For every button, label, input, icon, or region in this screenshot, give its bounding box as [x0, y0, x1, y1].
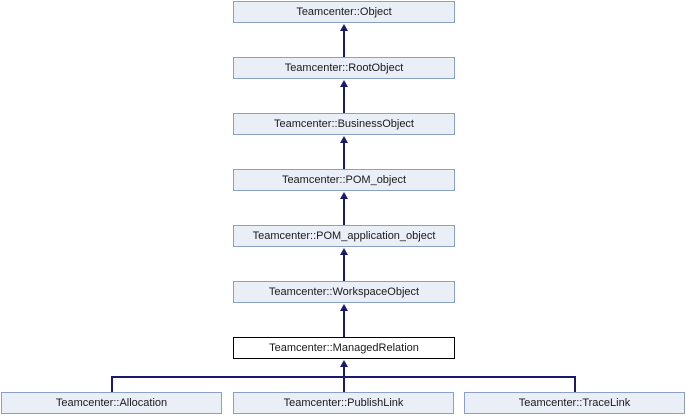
class-node-allocation[interactable]: Teamcenter::Allocation: [1, 392, 222, 414]
class-node-managedrelation: Teamcenter::ManagedRelation: [233, 337, 455, 359]
inheritance-edge: [110, 376, 113, 392]
class-node-businessobject[interactable]: Teamcenter::BusinessObject: [233, 113, 455, 135]
class-node-publishlink[interactable]: Teamcenter::PublishLink: [233, 392, 454, 414]
class-label: Teamcenter::BusinessObject: [273, 118, 414, 130]
class-label: Teamcenter::POM_object: [281, 174, 407, 186]
arrow-up-icon: [339, 192, 348, 199]
arrow-up-icon: [339, 24, 348, 31]
class-label: Teamcenter::POM_application_object: [252, 230, 436, 242]
class-node-tracelink[interactable]: Teamcenter::TraceLink: [464, 392, 685, 414]
inheritance-edge: [342, 198, 345, 225]
inheritance-edge: [342, 86, 345, 113]
inheritance-edge: [342, 366, 345, 392]
inheritance-edge: [110, 376, 575, 378]
class-label: Teamcenter::Allocation: [55, 397, 168, 409]
arrow-up-icon: [339, 304, 348, 311]
arrow-up-icon: [339, 248, 348, 255]
inheritance-edge: [342, 254, 345, 281]
inheritance-edge: [342, 142, 345, 169]
arrow-up-icon: [339, 80, 348, 87]
class-node-pom-application-object[interactable]: Teamcenter::POM_application_object: [233, 225, 455, 247]
inheritance-edge: [342, 310, 345, 337]
arrow-up-icon: [339, 136, 348, 143]
class-label: Teamcenter::WorkspaceObject: [268, 286, 420, 298]
class-node-rootobject[interactable]: Teamcenter::RootObject: [233, 57, 455, 79]
class-label: Teamcenter::Object: [296, 6, 392, 18]
class-node-object[interactable]: Teamcenter::Object: [233, 1, 455, 23]
inheritance-edge: [342, 30, 345, 57]
class-node-pom-object[interactable]: Teamcenter::POM_object: [233, 169, 455, 191]
arrow-up-icon: [339, 360, 348, 367]
class-label: Teamcenter::RootObject: [284, 62, 404, 74]
class-node-workspaceobject[interactable]: Teamcenter::WorkspaceObject: [233, 281, 455, 303]
class-label: Teamcenter::PublishLink: [283, 397, 404, 409]
inheritance-edge: [573, 376, 576, 392]
class-label: Teamcenter::TraceLink: [518, 397, 631, 409]
class-label: Teamcenter::ManagedRelation: [269, 342, 419, 354]
